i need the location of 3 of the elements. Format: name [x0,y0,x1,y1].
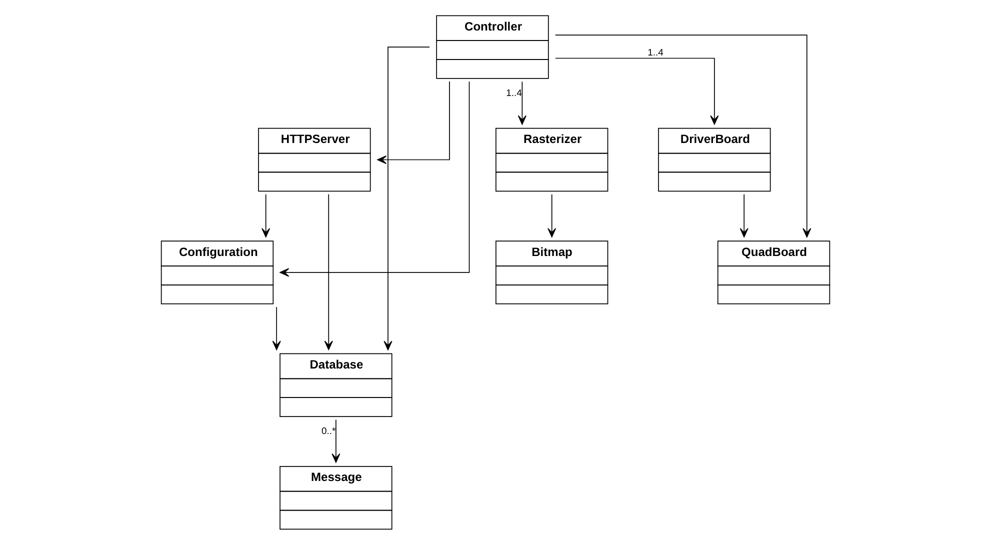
edge-label: 1..4 [506,88,522,99]
edge-label: 0..* [321,426,336,437]
edge-label: 1..4 [647,47,663,58]
